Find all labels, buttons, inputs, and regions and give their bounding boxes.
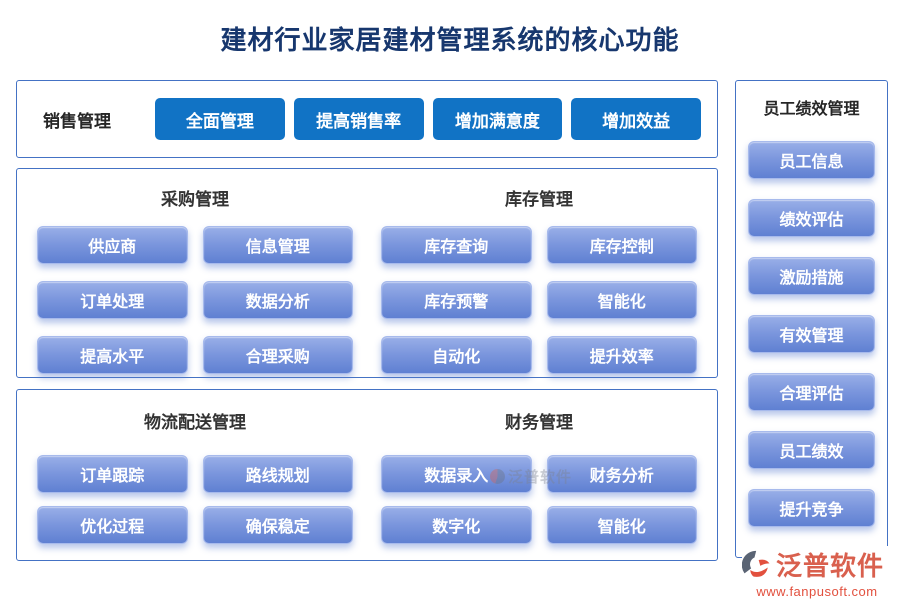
procurement-inventory-section: 采购管理 供应商 信息管理 订单处理 数据分析 提高水平 合理采购 库存管理 库… — [16, 168, 718, 378]
logistics-buttons-grid: 订单跟踪 路线规划 优化过程 确保稳定 — [23, 455, 367, 544]
inventory-button-efficiency-improvement[interactable]: 提升效率 — [546, 336, 697, 374]
inventory-button-automation[interactable]: 自动化 — [381, 336, 532, 374]
sales-button-increase-benefit[interactable]: 增加效益 — [571, 98, 701, 140]
finance-group: 财务管理 数据录入 财务分析 数字化 智能化 — [367, 398, 711, 560]
page-title: 建材行业家居建材管理系统的核心功能 — [220, 25, 680, 55]
procurement-title: 采购管理 — [161, 190, 229, 209]
procurement-button-reasonable-procurement[interactable]: 合理采购 — [202, 336, 353, 374]
finance-buttons-grid: 数据录入 财务分析 数字化 智能化 — [367, 455, 711, 544]
hr-button-effective-management[interactable]: 有效管理 — [748, 315, 875, 353]
logistics-button-ensure-stability[interactable]: 确保稳定 — [202, 506, 353, 544]
procurement-button-data-analysis[interactable]: 数据分析 — [202, 281, 353, 319]
logistics-button-order-tracking[interactable]: 订单跟踪 — [37, 455, 188, 493]
hr-button-performance-evaluation[interactable]: 绩效评估 — [748, 199, 875, 237]
procurement-group: 采购管理 供应商 信息管理 订单处理 数据分析 提高水平 合理采购 — [23, 177, 367, 377]
hr-button-reasonable-evaluation[interactable]: 合理评估 — [748, 373, 875, 411]
hr-panel-title: 员工绩效管理 — [763, 101, 860, 118]
fanpu-logo-row: 泛普软件 — [742, 546, 892, 583]
inventory-buttons-grid: 库存查询 库存控制 库存预警 智能化 自动化 提升效率 — [367, 226, 711, 374]
procurement-button-improve-level[interactable]: 提高水平 — [37, 336, 188, 374]
finance-button-intelligent[interactable]: 智能化 — [546, 506, 697, 544]
fanpu-logo-name: 泛普软件 — [776, 551, 885, 581]
logistics-group: 物流配送管理 订单跟踪 路线规划 优化过程 确保稳定 — [23, 398, 367, 560]
sales-section-label: 销售管理 — [43, 111, 111, 131]
finance-button-data-entry[interactable]: 数据录入 — [381, 455, 532, 493]
finance-button-digitalization[interactable]: 数字化 — [381, 506, 532, 544]
hr-button-incentive-measures[interactable]: 激励措施 — [748, 257, 875, 295]
fanpu-logo: 泛普软件 www.fanpusoft.com — [742, 546, 892, 599]
logistics-title: 物流配送管理 — [144, 413, 246, 432]
fanpu-logo-icon — [742, 550, 770, 577]
hr-performance-panel: 员工绩效管理 员工信息 绩效评估 激励措施 有效管理 合理评估 员工绩效 提升竞… — [735, 80, 888, 558]
inventory-button-inventory-query[interactable]: 库存查询 — [381, 226, 532, 264]
procurement-button-order-processing[interactable]: 订单处理 — [37, 281, 188, 319]
sales-buttons-row: 全面管理 提高销售率 增加满意度 增加效益 — [155, 98, 701, 140]
hr-button-employee-performance[interactable]: 员工绩效 — [748, 431, 875, 469]
hr-button-employee-info[interactable]: 员工信息 — [748, 141, 875, 179]
finance-button-financial-analysis[interactable]: 财务分析 — [546, 455, 697, 493]
inventory-button-intelligent[interactable]: 智能化 — [546, 281, 697, 319]
sales-section: 销售管理 全面管理 提高销售率 增加满意度 增加效益 — [16, 80, 718, 158]
logistics-button-process-optimization[interactable]: 优化过程 — [37, 506, 188, 544]
hr-button-competitiveness-improvement[interactable]: 提升竞争 — [748, 489, 875, 527]
sales-button-increase-satisfaction[interactable]: 增加满意度 — [432, 98, 563, 140]
logistics-button-route-planning[interactable]: 路线规划 — [202, 455, 353, 493]
sales-button-increase-sales-rate[interactable]: 提高销售率 — [293, 98, 424, 140]
inventory-button-inventory-control[interactable]: 库存控制 — [546, 226, 697, 264]
logistics-finance-section: 物流配送管理 订单跟踪 路线规划 优化过程 确保稳定 财务管理 数据录入 财务分… — [16, 389, 718, 561]
inventory-title: 库存管理 — [505, 190, 573, 209]
inventory-group: 库存管理 库存查询 库存控制 库存预警 智能化 自动化 提升效率 — [367, 177, 711, 377]
procurement-button-info-management[interactable]: 信息管理 — [202, 226, 353, 264]
finance-title: 财务管理 — [505, 413, 573, 432]
procurement-button-supplier[interactable]: 供应商 — [37, 226, 188, 264]
procurement-buttons-grid: 供应商 信息管理 订单处理 数据分析 提高水平 合理采购 — [23, 226, 367, 374]
inventory-button-inventory-warning[interactable]: 库存预警 — [381, 281, 532, 319]
fanpu-logo-url: www.fanpusoft.com — [756, 584, 878, 599]
sales-button-comprehensive-management[interactable]: 全面管理 — [155, 98, 285, 140]
